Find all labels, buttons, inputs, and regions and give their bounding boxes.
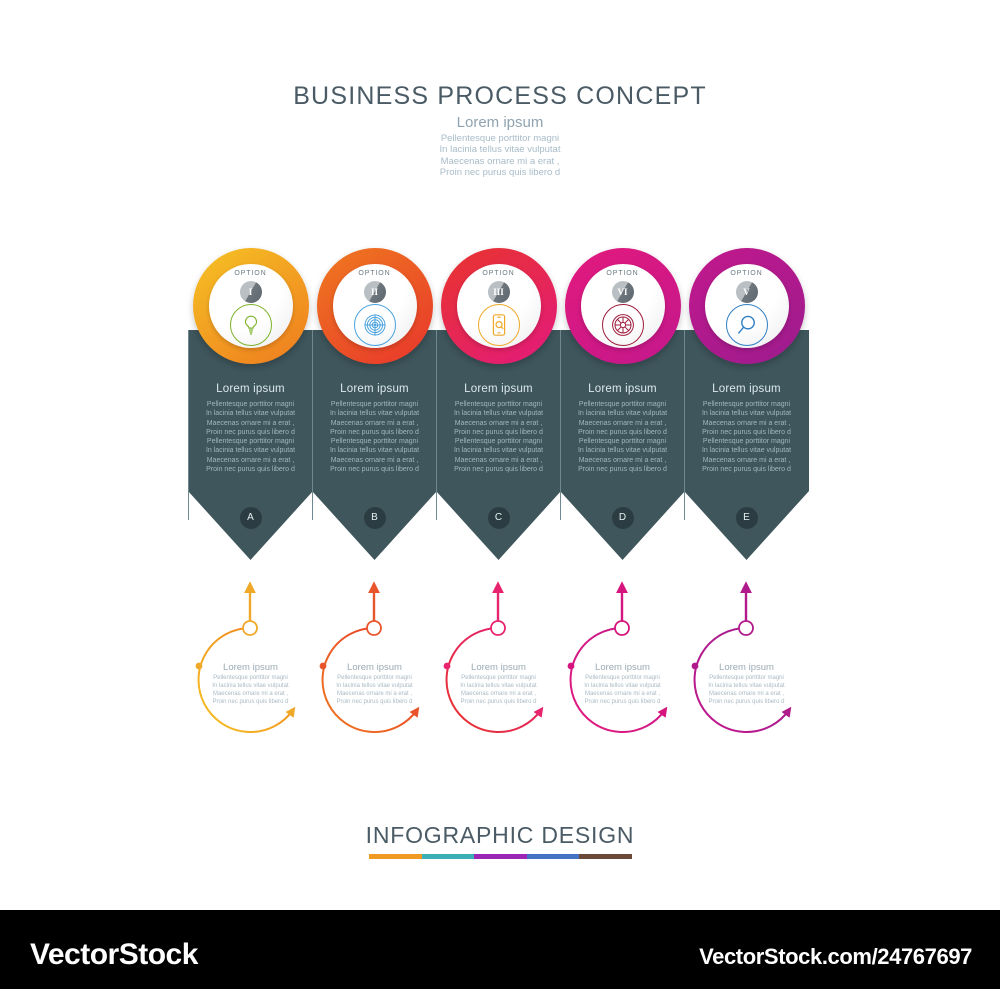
header-subtitle: Lorem ipsum (456, 114, 544, 131)
arc-title: Lorem ipsum (471, 662, 526, 673)
color-bar-segment-4 (526, 854, 580, 859)
color-legend-bar (369, 854, 632, 859)
panel-divider (560, 330, 561, 520)
arc-title: Lorem ipsum (595, 662, 650, 673)
panel-title: Lorem ipsum (464, 383, 533, 395)
target-radar-icon (353, 304, 396, 346)
lightbulb-icon (229, 304, 272, 346)
option-letter-badge: D (611, 507, 634, 529)
option-numeral-badge: I (239, 281, 262, 303)
option-letter-badge: A (239, 507, 262, 529)
option-label: OPTION (730, 270, 763, 277)
panel-divider (188, 330, 189, 520)
vectorstock-logo: VectorStock (30, 938, 198, 971)
panel-divider (684, 330, 685, 520)
option-label: OPTION (234, 270, 267, 277)
color-bar-segment-5 (579, 854, 632, 859)
watermark-bar: VectorStock VectorStock.com/24767697 (0, 910, 1000, 989)
color-bar-segment-3 (474, 854, 527, 859)
option-letter-badge: C (487, 507, 510, 529)
option-numeral-badge: V (735, 281, 758, 303)
option-label: OPTION (482, 270, 515, 277)
color-bar-segment-2 (421, 854, 475, 859)
option-label: OPTION (606, 270, 639, 277)
arc-title: Lorem ipsum (719, 662, 774, 673)
option-numeral-badge: VI (611, 281, 634, 303)
arc-title: Lorem ipsum (347, 662, 402, 673)
gear-icon (601, 304, 644, 346)
option-numeral-badge: III (487, 281, 510, 303)
option-letter-badge: E (735, 507, 758, 529)
arc-title: Lorem ipsum (223, 662, 278, 673)
vectorstock-url: VectorStock.com/24767697 (699, 944, 972, 969)
panel-title: Lorem ipsum (712, 383, 781, 395)
panel-title: Lorem ipsum (340, 383, 409, 395)
page-title: BUSINESS PROCESS CONCEPT (293, 82, 707, 110)
magnifier-icon (725, 304, 768, 346)
footer-title: INFOGRAPHIC DESIGN (365, 822, 635, 848)
option-label: OPTION (358, 270, 391, 277)
panel-title: Lorem ipsum (216, 383, 285, 395)
panel-title: Lorem ipsum (588, 383, 657, 395)
panel-divider (312, 330, 313, 520)
option-numeral-badge: II (363, 281, 386, 303)
option-letter-badge: B (363, 507, 386, 529)
panel-divider (436, 330, 437, 520)
color-bar-segment-1 (369, 854, 422, 859)
smartphone-search-icon (477, 304, 520, 346)
